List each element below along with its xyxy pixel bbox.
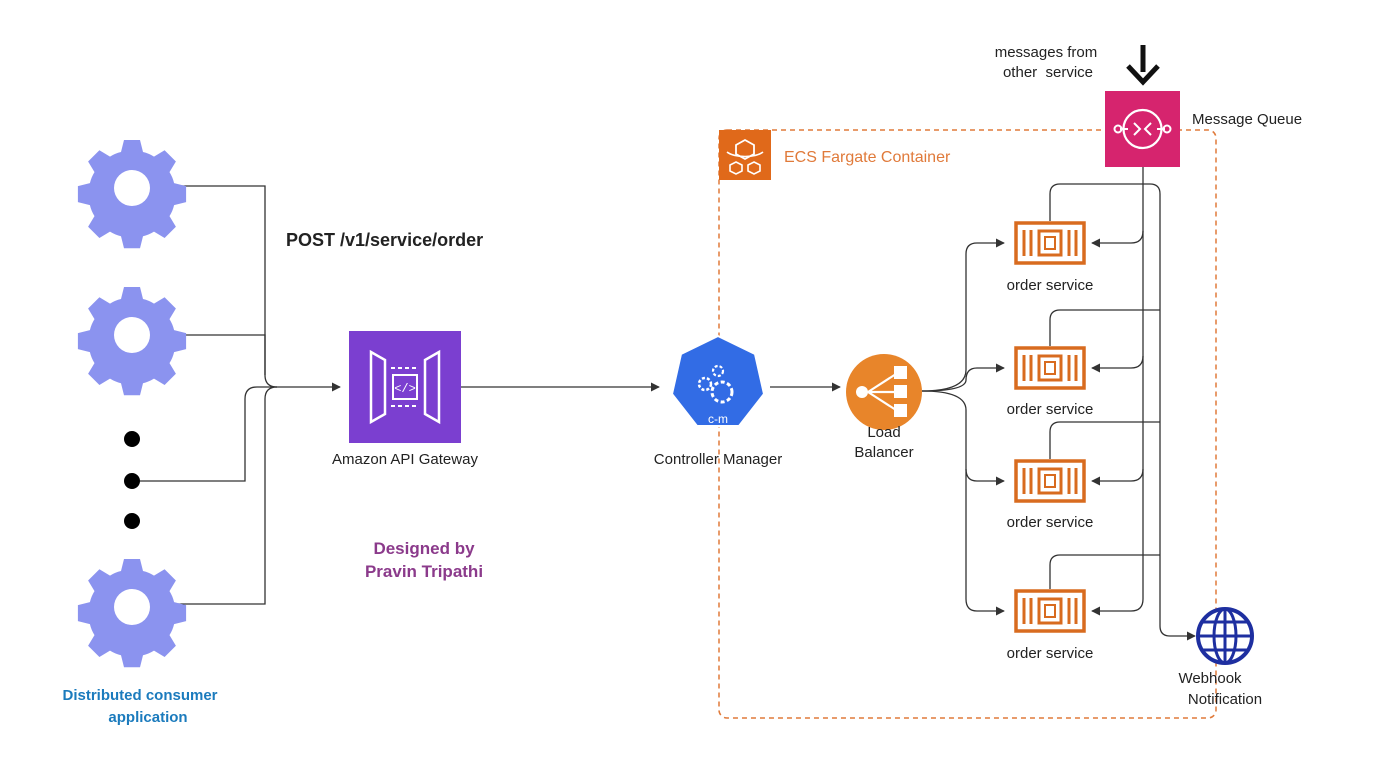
ellipsis-dots [124, 431, 140, 529]
order-service-label: order service [1007, 514, 1094, 531]
load-balancer-label-1: Load [867, 424, 900, 441]
load-balancer-icon [846, 354, 922, 430]
order-service-label: order service [1007, 277, 1094, 294]
consumer-gear-icon [77, 287, 187, 396]
api-gateway-label: Amazon API Gateway [332, 451, 478, 468]
consumer-label-2: application [108, 709, 187, 726]
consumer-label-1: Distributed consumer [62, 687, 217, 704]
credit-line-2: Pravin Tripathi [365, 562, 483, 581]
webhook-label-1: Webhook [1178, 670, 1242, 687]
controller-badge: c-m [708, 412, 728, 426]
connectors [140, 167, 1196, 641]
svg-text:</>: </> [394, 382, 416, 396]
order-service-icon [1012, 344, 1088, 392]
consumer-gear-icon [77, 559, 187, 668]
order-service-label: order service [1007, 645, 1094, 662]
consumer-gear-icon [77, 140, 187, 249]
controller-manager-label: Controller Manager [654, 451, 782, 468]
order-service-icon [1012, 587, 1088, 635]
fargate-icon [719, 130, 771, 180]
incoming-messages-label-2: other service [1003, 64, 1093, 81]
ecs-fargate-container: ECS Fargate Container [718, 129, 1217, 719]
endpoint-label: POST /v1/service/order [286, 230, 483, 250]
incoming-messages-label-1: messages from [995, 44, 1098, 61]
controller-manager-icon: c-m [670, 334, 766, 427]
webhook-label-2: Notification [1188, 691, 1262, 708]
order-service-icon [1012, 219, 1088, 267]
incoming-arrow-icon [1126, 45, 1160, 86]
container-label: ECS Fargate Container [784, 149, 951, 166]
webhook-globe-icon [1196, 607, 1254, 665]
credit-line-1: Designed by [373, 539, 475, 558]
order-service-icon [1012, 457, 1088, 505]
load-balancer-label-2: Balancer [854, 444, 913, 461]
message-queue-icon [1105, 91, 1180, 167]
order-service-label: order service [1007, 401, 1094, 418]
api-gateway-icon: </> [349, 331, 461, 443]
message-queue-label: Message Queue [1192, 111, 1302, 128]
